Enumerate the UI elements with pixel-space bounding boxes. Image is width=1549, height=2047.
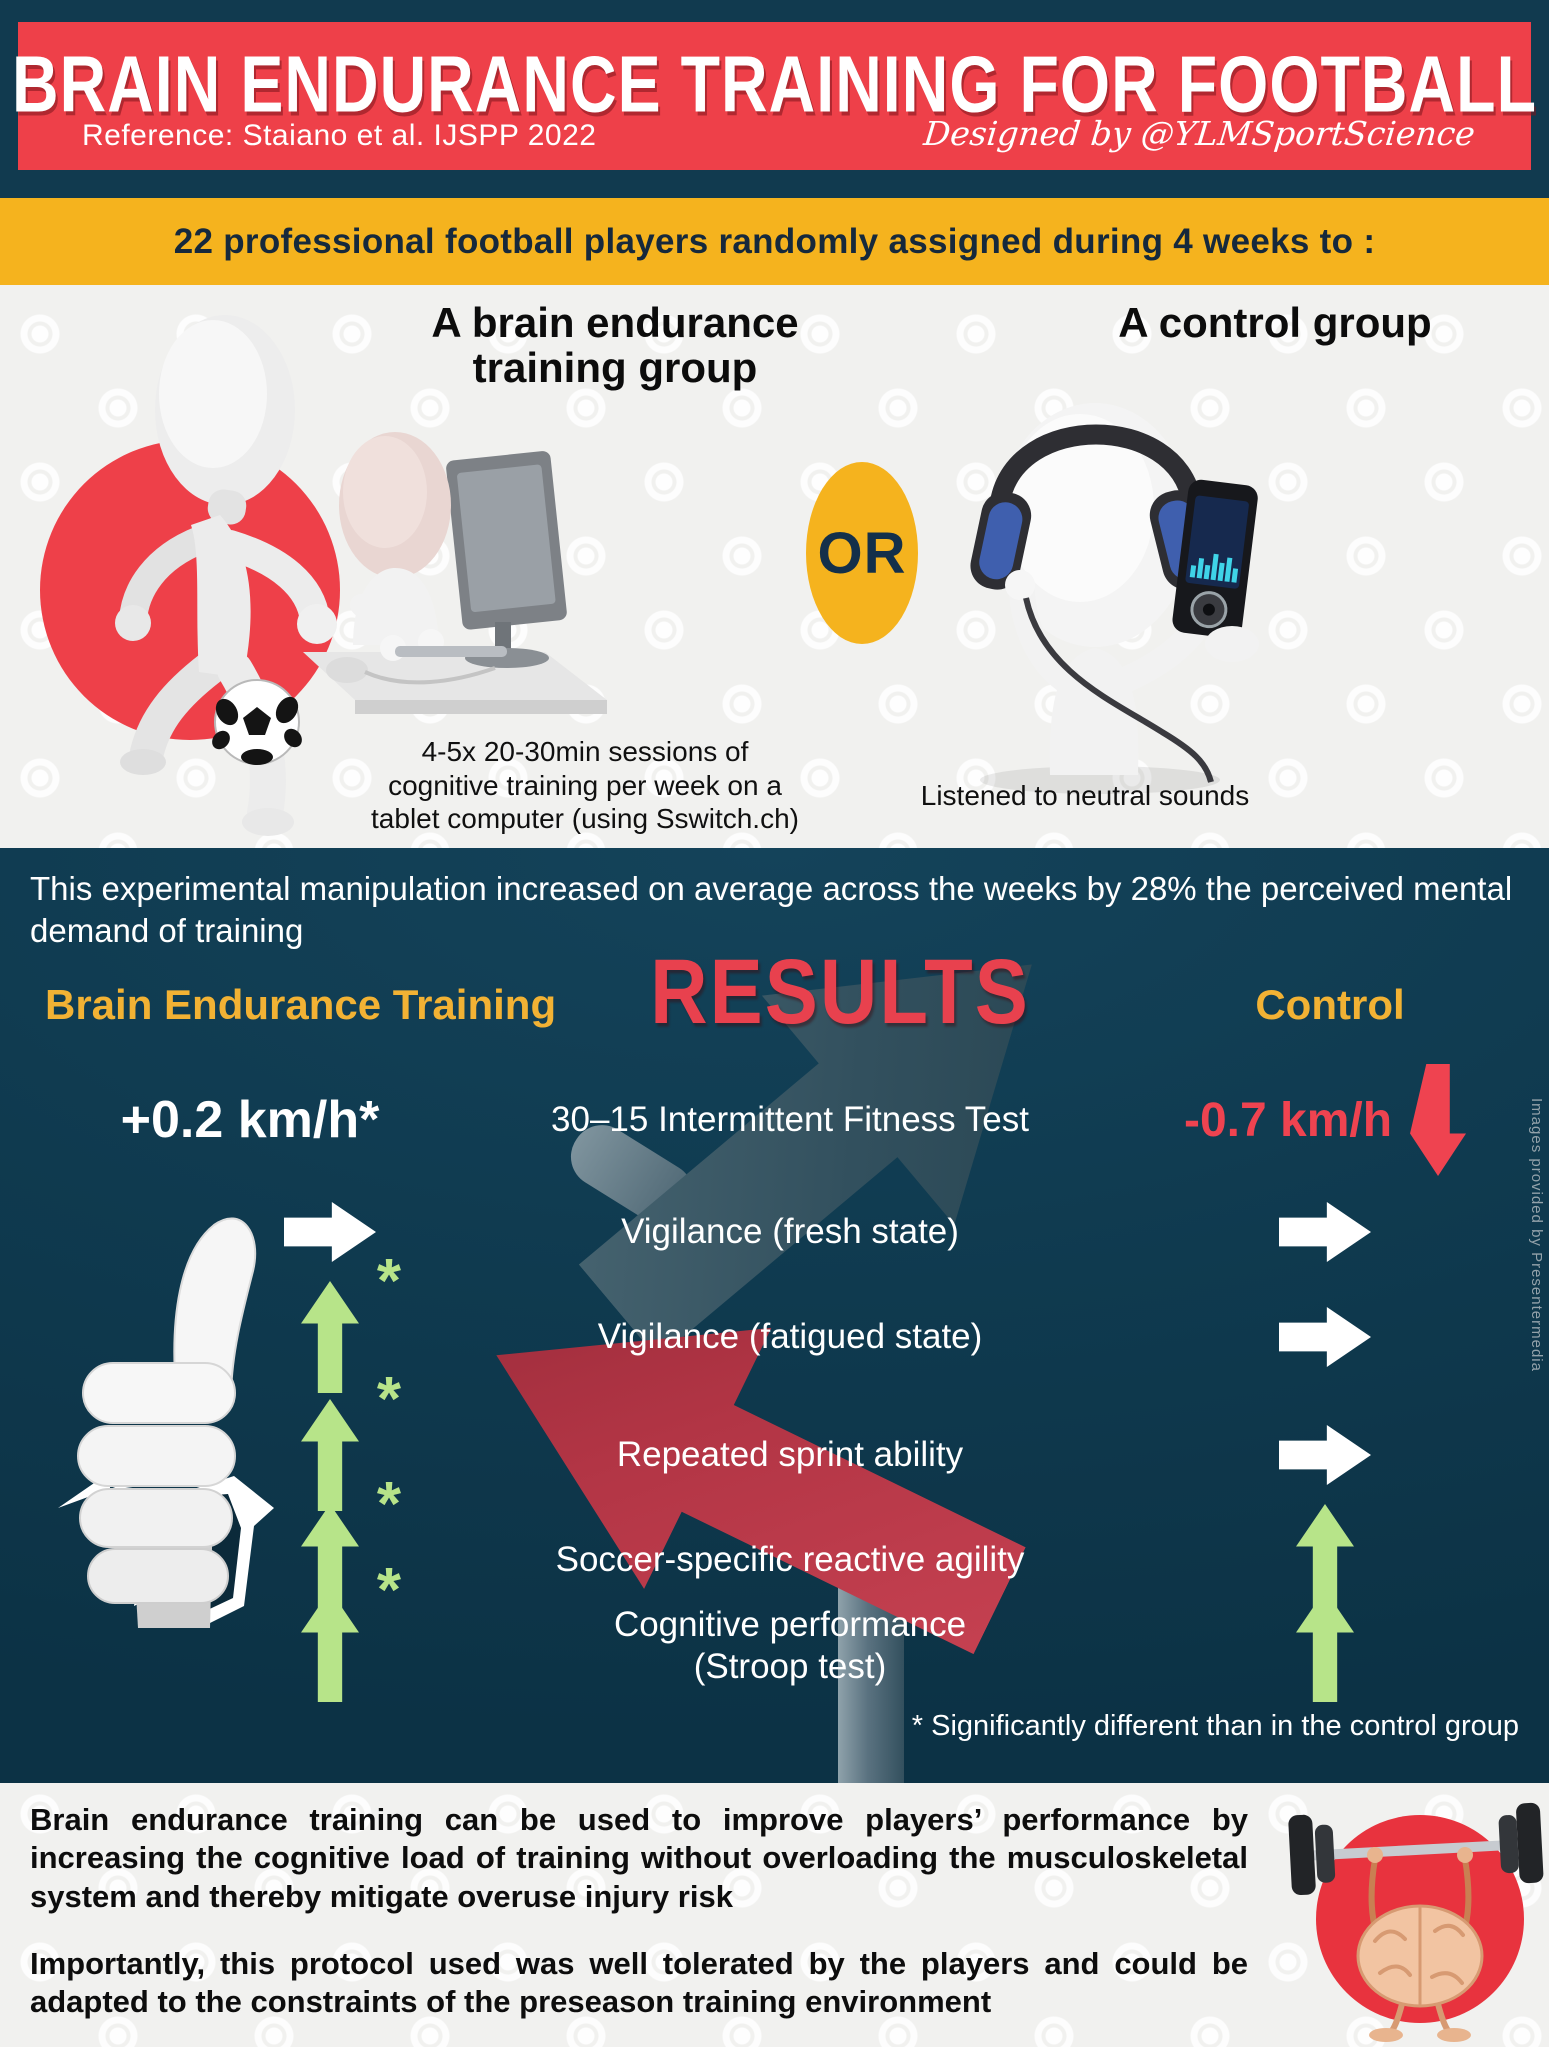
header-reference: Reference: Staiano et al. IJSPP 2022 bbox=[82, 119, 597, 152]
conclusion-paragraph-2: Importantly, this protocol used was well… bbox=[30, 1946, 1248, 2020]
up-arrow-icon bbox=[301, 1590, 359, 1702]
header-band: BRAIN ENDURANCE TRAINING FOR FOOTBALL Re… bbox=[0, 0, 1549, 198]
result-row: 30–15 Intermittent Fitness Test +0.2 km/h… bbox=[0, 1064, 1549, 1176]
up-arrow-icon bbox=[1296, 1590, 1354, 1702]
result-label: Vigilance (fatigued state) bbox=[597, 1317, 983, 1356]
result-label: Repeated sprint ability bbox=[616, 1435, 964, 1474]
or-label: OR bbox=[817, 520, 907, 586]
up-arrow-icon bbox=[301, 1281, 359, 1393]
control-trend-cell bbox=[1255, 1405, 1395, 1505]
result-label: Vigilance (fresh state) bbox=[621, 1212, 959, 1251]
music-player-icon bbox=[1172, 479, 1258, 639]
control-trend-cell bbox=[1255, 1287, 1395, 1387]
trend-indicator: * bbox=[301, 1560, 401, 1702]
group-title-control: A control group bbox=[1118, 299, 1432, 346]
control-value-text: -0.7 km/h bbox=[1183, 1093, 1393, 1147]
header-red-box: BRAIN ENDURANCE TRAINING FOR FOOTBALL Re… bbox=[12, 22, 1536, 170]
bet-trend-cell: * bbox=[270, 1560, 401, 1702]
runner-illustration bbox=[40, 315, 340, 836]
significance-footnote: * Significantly different than in the co… bbox=[911, 1710, 1519, 1742]
significance-asterisk: * bbox=[376, 1470, 401, 1539]
experiment-note: This experimental manipulation increased… bbox=[30, 870, 1513, 950]
soccer-ball-icon bbox=[212, 679, 302, 765]
control-value: -0.7 km/h bbox=[1125, 1064, 1525, 1176]
trend-indicator: * bbox=[301, 1251, 401, 1393]
groups-section: A brain endurance training group A contr… bbox=[0, 285, 1549, 848]
brain-barbell-illustration bbox=[1288, 1802, 1544, 2042]
up-arrow-icon bbox=[301, 1399, 359, 1511]
trend-indicator bbox=[1410, 1064, 1467, 1176]
or-badge: OR bbox=[806, 462, 918, 644]
thumbs-up-illustration bbox=[58, 1217, 274, 1628]
group-caption-bet: 4-5x 20-30min sessions of cognitive trai… bbox=[371, 736, 799, 835]
control-group-illustration bbox=[970, 403, 1259, 794]
bet-trend-cell bbox=[270, 1182, 390, 1282]
right-arrow-icon bbox=[1279, 1425, 1371, 1485]
trend-indicator bbox=[1296, 1590, 1354, 1702]
result-row: Cognitive performance (Stroop test) * bbox=[0, 1560, 1549, 1702]
control-trend-cell bbox=[1255, 1590, 1395, 1702]
bet-column-header: Brain Endurance Training bbox=[45, 981, 557, 1028]
significance-asterisk: * bbox=[376, 1365, 401, 1434]
result-row: Vigilance (fatigued state) * bbox=[0, 1251, 1549, 1393]
bet-trend-cell: * bbox=[270, 1369, 401, 1511]
trend-indicator bbox=[284, 1202, 376, 1262]
bet-value: +0.2 km/h* bbox=[120, 1091, 380, 1149]
down-arrow-icon bbox=[1410, 1064, 1467, 1176]
trend-indicator bbox=[1279, 1425, 1371, 1485]
computer-training-illustration bbox=[303, 432, 607, 714]
results-title: RESULTS bbox=[650, 938, 1030, 1043]
image-credits: Images provided by Presentermedia bbox=[1528, 1098, 1545, 1372]
significance-asterisk: * bbox=[376, 1247, 401, 1316]
result-label: Cognitive performance (Stroop test) bbox=[613, 1605, 967, 1686]
conclusion-section: Brain endurance training can be used to … bbox=[0, 1783, 1549, 2047]
result-label: 30–15 Intermittent Fitness Test bbox=[551, 1100, 1029, 1139]
result-row: Repeated sprint ability * bbox=[0, 1369, 1549, 1511]
trend-indicator bbox=[1279, 1202, 1371, 1262]
control-column-header: Control bbox=[1255, 981, 1405, 1028]
group-title-bet: A brain endurance training group bbox=[431, 299, 799, 392]
control-trend-cell bbox=[1255, 1182, 1395, 1282]
results-section: This experimental manipulation increased… bbox=[0, 848, 1549, 1783]
bet-trend-cell: * bbox=[270, 1251, 401, 1393]
right-arrow-icon bbox=[1279, 1307, 1371, 1367]
conclusion-paragraph-1: Brain endurance training can be used to … bbox=[30, 1802, 1248, 1914]
header-subrow: Reference: Staiano et al. IJSPP 2022 Des… bbox=[82, 114, 1478, 153]
group-caption-control: Listened to neutral sounds bbox=[920, 780, 1250, 811]
result-label: Soccer-specific reactive agility bbox=[555, 1540, 1025, 1579]
result-row: Vigilance (fresh state) bbox=[0, 1182, 1549, 1282]
significance-asterisk: * bbox=[376, 1556, 401, 1625]
right-arrow-icon bbox=[1279, 1202, 1371, 1262]
right-arrow-icon bbox=[284, 1202, 376, 1262]
header-designed-by: Designed by @YLMSportScience bbox=[922, 114, 1478, 153]
intro-banner: 22 professional football players randoml… bbox=[0, 198, 1549, 285]
trend-indicator: * bbox=[301, 1369, 401, 1511]
trend-indicator bbox=[1279, 1307, 1371, 1367]
page-title: BRAIN ENDURANCE TRAINING FOR FOOTBALL bbox=[11, 41, 1538, 130]
